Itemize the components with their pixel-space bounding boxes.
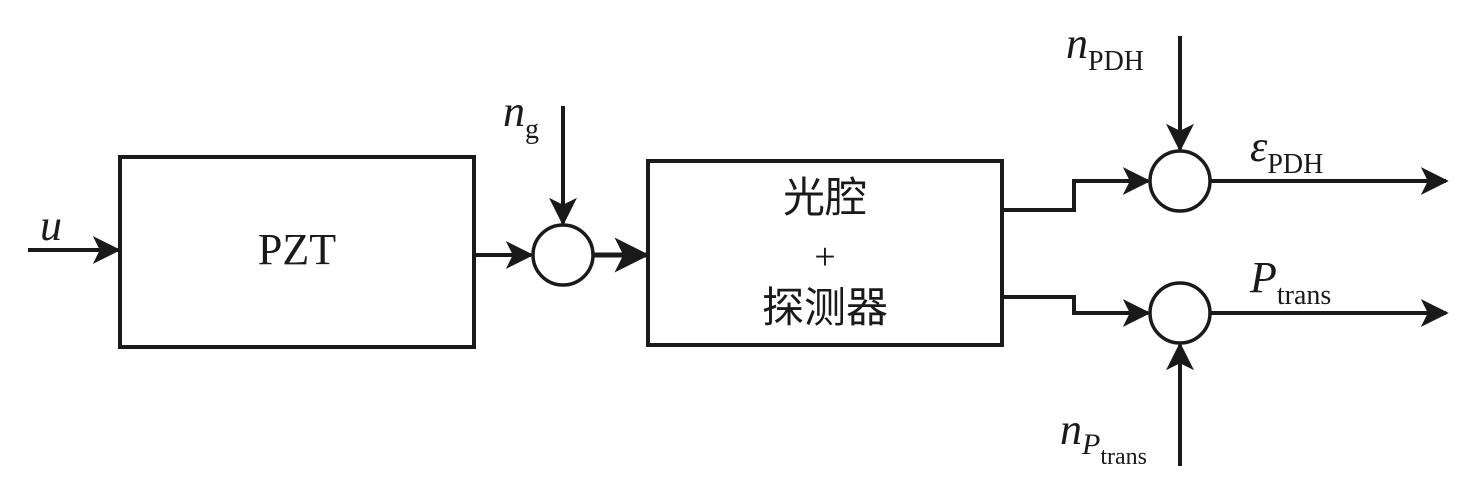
cavity-to-trans-junction-arrow [1002, 295, 1151, 327]
u-symbol: u [40, 201, 62, 250]
pzt-label: PZT [257, 225, 337, 274]
eps-pdh-label: εPDH [1250, 122, 1323, 179]
summing-junction-2 [1148, 149, 1212, 213]
cavity-detector-block [646, 159, 1004, 347]
p-trans-symbol: P [1250, 253, 1277, 302]
ng-label: ng [503, 87, 539, 144]
nptrans-subscript-sub: trans [1100, 444, 1147, 470]
cavity-to-pdh-junction-arrow [1002, 167, 1151, 212]
pzt-block [118, 155, 476, 349]
nptrans-symbol: n [1060, 405, 1082, 454]
p-trans-label: Ptrans [1250, 253, 1331, 310]
npdh-subscript: PDH [1088, 46, 1145, 77]
npdh-label: nPDH [1066, 19, 1144, 76]
ng-subscript: g [525, 114, 539, 145]
nptrans-label: nPtrans [1060, 405, 1147, 470]
p-trans-subscript: trans [1276, 280, 1332, 311]
cavity-label-line3: 探测器 [761, 286, 888, 332]
cavity-label-line1: 光腔 [782, 176, 867, 222]
eps-pdh-symbol: ε [1250, 122, 1268, 171]
eps-pdh-subscript: PDH [1267, 149, 1324, 180]
summing-junction-1 [531, 223, 595, 287]
cavity-label-plus: + [814, 236, 836, 278]
ng-symbol: n [503, 87, 525, 136]
summing-junction-3 [1148, 281, 1212, 345]
npdh-symbol: n [1066, 19, 1088, 68]
nptrans-subscript-symbol: P [1082, 428, 1101, 461]
input-u-label: u [40, 204, 62, 248]
